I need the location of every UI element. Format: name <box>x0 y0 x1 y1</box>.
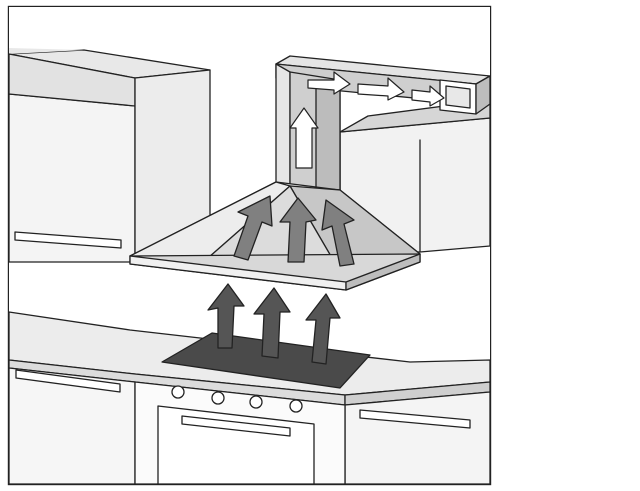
control-knob <box>171 385 185 399</box>
arrow-right-icon <box>357 77 405 101</box>
drawer-handle-right <box>359 409 471 429</box>
duct-flow-arrows <box>289 71 445 169</box>
drawer-handle-left <box>15 369 121 393</box>
hood-air-arrows <box>233 195 355 267</box>
arrow-up-icon <box>305 293 341 365</box>
upper-cabinet-handle <box>14 231 122 249</box>
arrow-up-icon <box>207 283 245 349</box>
control-knob <box>211 391 225 405</box>
arrow-up-icon <box>321 199 355 267</box>
arrow-right-icon <box>307 71 351 95</box>
control-knob <box>289 399 303 413</box>
arrow-right-icon <box>411 85 445 107</box>
upper-left-cabinet <box>8 48 211 263</box>
control-knob <box>249 395 263 409</box>
arrow-up-icon <box>253 287 291 359</box>
arrow-up-icon <box>233 195 273 261</box>
lower-cabinets <box>8 367 491 485</box>
arrow-up-icon <box>279 197 317 263</box>
rising-air-arrows <box>207 283 341 365</box>
cooktop <box>161 332 371 389</box>
oven-handle <box>181 415 291 437</box>
arrow-up-icon <box>289 107 319 169</box>
